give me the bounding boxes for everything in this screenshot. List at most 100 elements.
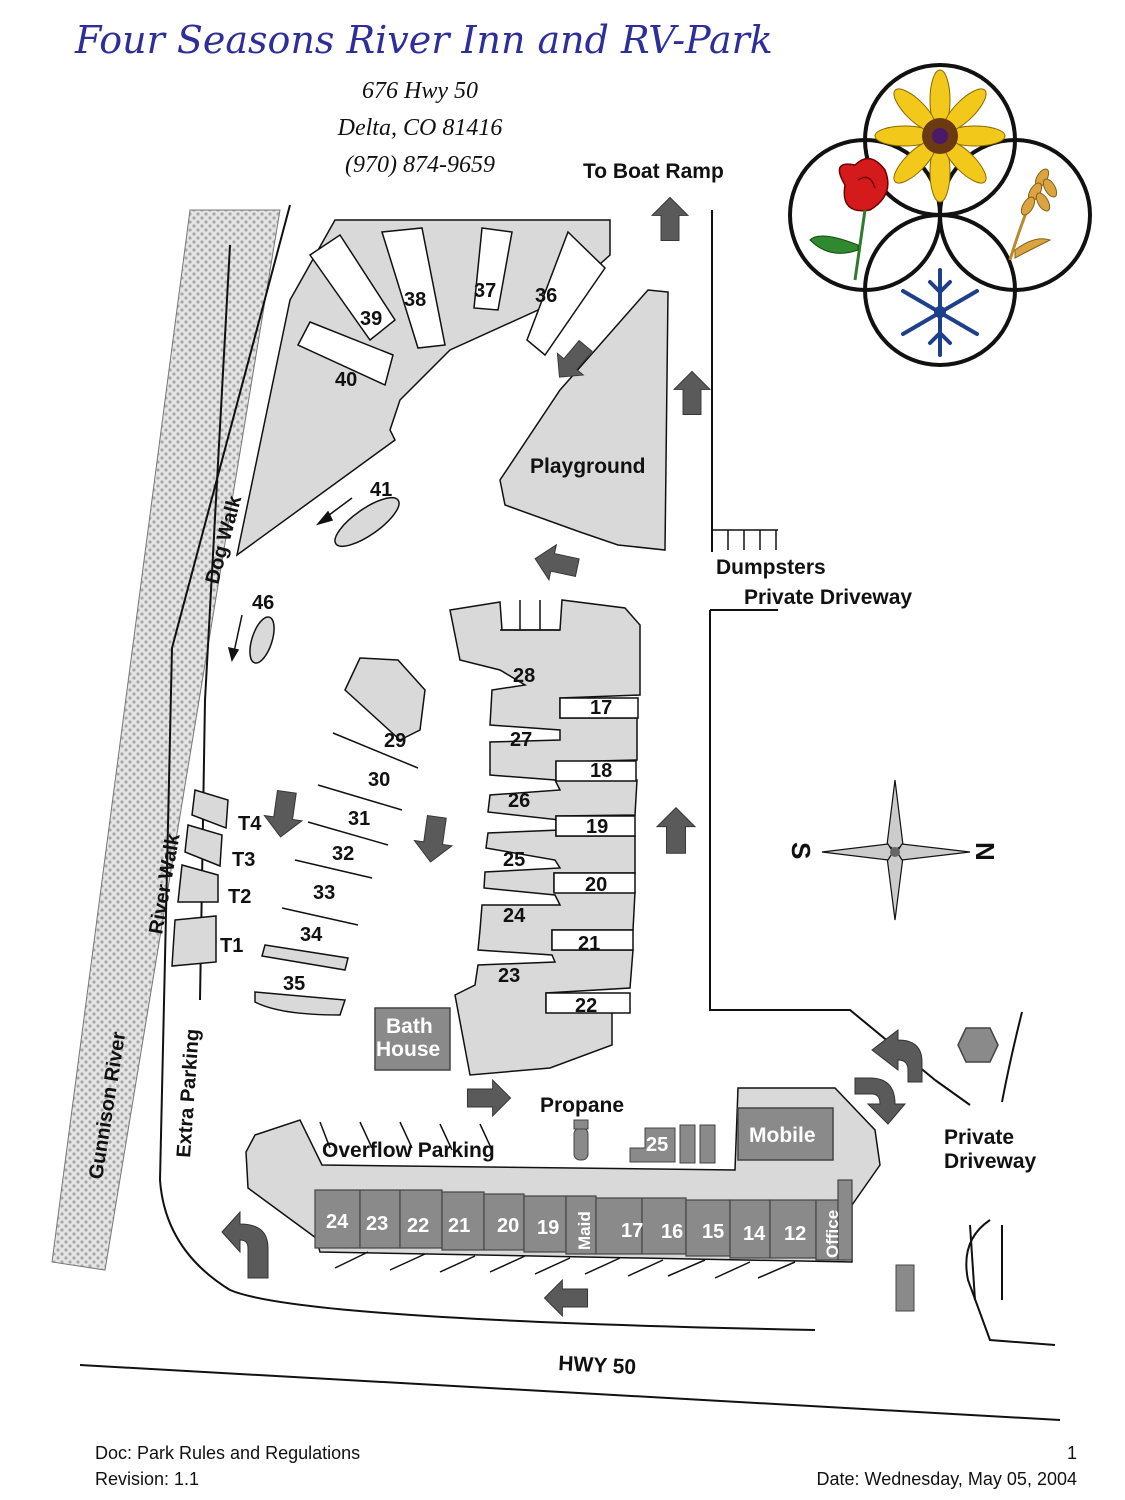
wheat-icon xyxy=(1008,168,1058,261)
room-number: 23 xyxy=(366,1213,388,1235)
site-number: T2 xyxy=(228,886,251,908)
footer-date: Date: Wednesday, May 05, 2004 xyxy=(816,1469,1078,1489)
site-number: 29 xyxy=(384,730,406,752)
label-mobile: Mobile xyxy=(749,1124,816,1147)
sign-post xyxy=(895,1264,915,1312)
site-number: 35 xyxy=(283,973,305,995)
thin-arrows xyxy=(227,497,353,662)
room-number: 14 xyxy=(743,1223,766,1245)
footer-doc: Doc: Park Rules and Regulations xyxy=(95,1443,361,1463)
label-playground: Playground xyxy=(530,455,646,478)
address-line-1: 676 Hwy 50 xyxy=(362,78,478,104)
room-number: 17 xyxy=(621,1220,643,1242)
label-extra-parking: Extra Parking xyxy=(173,1028,204,1158)
label-office: Office xyxy=(823,1210,842,1258)
room-numbers: 24 23 22 21 20 19 17 16 15 14 12 xyxy=(326,1211,806,1245)
site-number: 30 xyxy=(368,769,390,791)
label-maid: Maid xyxy=(575,1211,594,1250)
room-number: 21 xyxy=(448,1215,470,1237)
label-bath: Bath xyxy=(386,1015,433,1038)
area-north-sites xyxy=(235,219,611,557)
site-number: 41 xyxy=(370,479,392,501)
site-number: 34 xyxy=(300,924,323,946)
diagonal-site-lines xyxy=(281,732,419,926)
bath-house xyxy=(374,1007,451,1071)
label-private-driveway-top: Private Driveway xyxy=(744,586,912,609)
room-number: 12 xyxy=(784,1223,806,1245)
compass-north: N xyxy=(970,842,1000,861)
phone-number: (970) 874-9659 xyxy=(345,152,495,178)
label-house: House xyxy=(376,1038,440,1061)
label-dumpsters: Dumpsters xyxy=(716,556,826,579)
room-number: 16 xyxy=(661,1221,683,1243)
four-seasons-logo xyxy=(788,63,1092,367)
label-propane: Propane xyxy=(540,1094,624,1117)
room-number: 24 xyxy=(326,1211,349,1233)
site-number: 20 xyxy=(585,874,607,896)
site-number: 21 xyxy=(578,933,600,955)
north-site-slots xyxy=(296,227,606,387)
site-number: 33 xyxy=(313,882,335,904)
site-number: 18 xyxy=(590,760,612,782)
room-number: 20 xyxy=(497,1215,519,1237)
room-number: 22 xyxy=(407,1215,429,1237)
site-number: 38 xyxy=(404,289,426,311)
address-line-2: Delta, CO 81416 xyxy=(337,115,503,141)
site-number: T4 xyxy=(238,813,262,835)
footer-page-number: 1 xyxy=(1066,1443,1077,1463)
site-number: 19 xyxy=(586,816,608,838)
hexagon-marker xyxy=(957,1027,999,1063)
curved-arrows xyxy=(221,1028,923,1279)
site-number: 32 xyxy=(332,843,354,865)
site-35-pad xyxy=(254,991,347,1016)
tent-pads xyxy=(171,789,229,967)
site-number: 24 xyxy=(503,905,526,927)
motel-rooms xyxy=(314,1179,853,1261)
site-number: 17 xyxy=(590,697,612,719)
site-number: 25 xyxy=(503,849,525,871)
page-title: Four Seasons River Inn and RV-Park xyxy=(75,18,773,62)
site-number: 40 xyxy=(335,369,357,391)
central-site-slots xyxy=(545,697,639,1014)
footer-revision: Revision: 1.1 xyxy=(95,1469,200,1489)
mobile-25-unit xyxy=(629,1127,676,1163)
island-46 xyxy=(249,616,275,664)
driveway-lines xyxy=(79,210,1061,1421)
site-number: 28 xyxy=(513,665,535,687)
mobile-building xyxy=(737,1107,834,1161)
label-hwy-50: HWY 50 xyxy=(558,1352,637,1379)
site-number: 39 xyxy=(360,308,382,330)
site-number: 26 xyxy=(508,790,530,812)
site-34-pad xyxy=(261,944,349,971)
area-playground xyxy=(499,289,669,551)
site-number: 27 xyxy=(510,729,532,751)
label-private-driveway-1: Private xyxy=(944,1126,1014,1149)
snowflake-icon xyxy=(901,268,979,357)
site-number: 36 xyxy=(535,285,557,307)
site-number: T3 xyxy=(232,849,255,871)
site-number: 37 xyxy=(474,280,496,302)
site-number: 25 xyxy=(646,1134,668,1156)
parking-stripes xyxy=(319,1121,796,1279)
island-29-area xyxy=(344,657,426,741)
rose-icon xyxy=(809,157,889,281)
gunnison-river xyxy=(51,209,281,1271)
park-road-outline xyxy=(158,204,816,1331)
room-number: 15 xyxy=(702,1221,724,1243)
island-41 xyxy=(334,496,400,548)
compass-rose xyxy=(821,779,971,921)
label-to-boat-ramp: To Boat Ramp xyxy=(583,160,724,183)
label-private-driveway-2: Driveway xyxy=(944,1150,1037,1173)
site-number: 31 xyxy=(348,808,370,830)
label-overflow-parking: Overflow Parking xyxy=(322,1139,495,1162)
site-number: 22 xyxy=(575,995,597,1017)
compass-south: S xyxy=(786,842,816,859)
site-number: T1 xyxy=(220,935,243,957)
room-number: 19 xyxy=(537,1217,559,1239)
site-numbers: 36 37 38 39 40 41 46 28 27 26 25 24 23 1… xyxy=(220,280,668,1156)
propane-tank xyxy=(573,1127,589,1161)
dumpsters-marker xyxy=(712,529,778,550)
site-number: 23 xyxy=(498,965,520,987)
sunflower-icon xyxy=(874,69,1006,203)
